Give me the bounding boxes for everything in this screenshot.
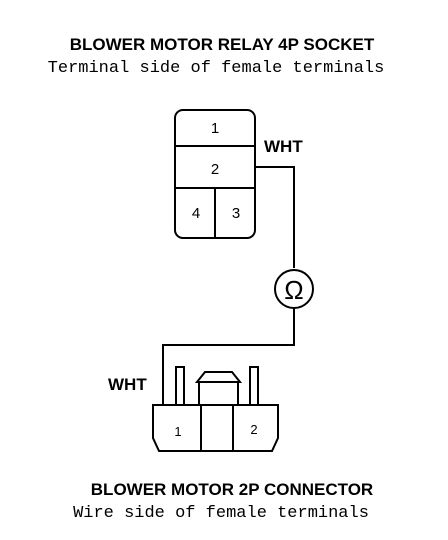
connector-body <box>152 404 279 452</box>
connector-latch <box>194 371 243 383</box>
motor-wire-color: WHT <box>108 375 147 394</box>
motor-pin-1: 1 <box>174 424 181 439</box>
motor-connector-subtitle: Wire side of female terminals <box>73 504 369 523</box>
terminal-post-2 <box>249 366 259 406</box>
relay-socket-subtitle: Terminal side of female terminals <box>48 59 385 78</box>
motor-pin-2: 2 <box>250 422 257 437</box>
motor-connector: 1 2 <box>152 366 279 452</box>
terminal-post-1 <box>175 366 185 406</box>
motor-connector-title: BLOWER MOTOR 2P CONNECTOR <box>91 480 373 499</box>
relay-pin-4: 4 <box>192 205 200 222</box>
relay-pin-1: 1 <box>211 120 219 137</box>
relay-pin-3: 3 <box>232 205 240 222</box>
wire-relay-to-meter <box>255 166 295 268</box>
ohmmeter: Ω <box>274 269 314 309</box>
relay-pin-2: 2 <box>211 161 219 178</box>
wire-meter-to-motor <box>162 308 295 405</box>
relay-socket-title: BLOWER MOTOR RELAY 4P SOCKET <box>70 35 375 54</box>
relay-socket: 1 2 4 3 <box>174 109 256 239</box>
ohm-icon: Ω <box>284 275 303 305</box>
relay-wire-color: WHT <box>264 137 303 156</box>
